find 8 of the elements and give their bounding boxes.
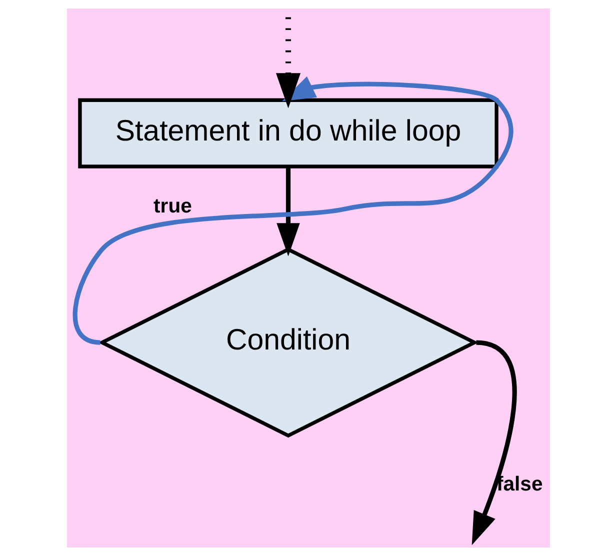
arrow	[275, 17, 316, 108]
node-diamond: Condition	[97, 247, 478, 438]
arrow	[72, 76, 513, 345]
node-box: Statement in do while loop	[78, 98, 498, 168]
arrow	[471, 340, 516, 546]
arrow	[276, 167, 300, 256]
edge-label: true	[153, 195, 192, 218]
edge-label: false	[496, 474, 542, 496]
